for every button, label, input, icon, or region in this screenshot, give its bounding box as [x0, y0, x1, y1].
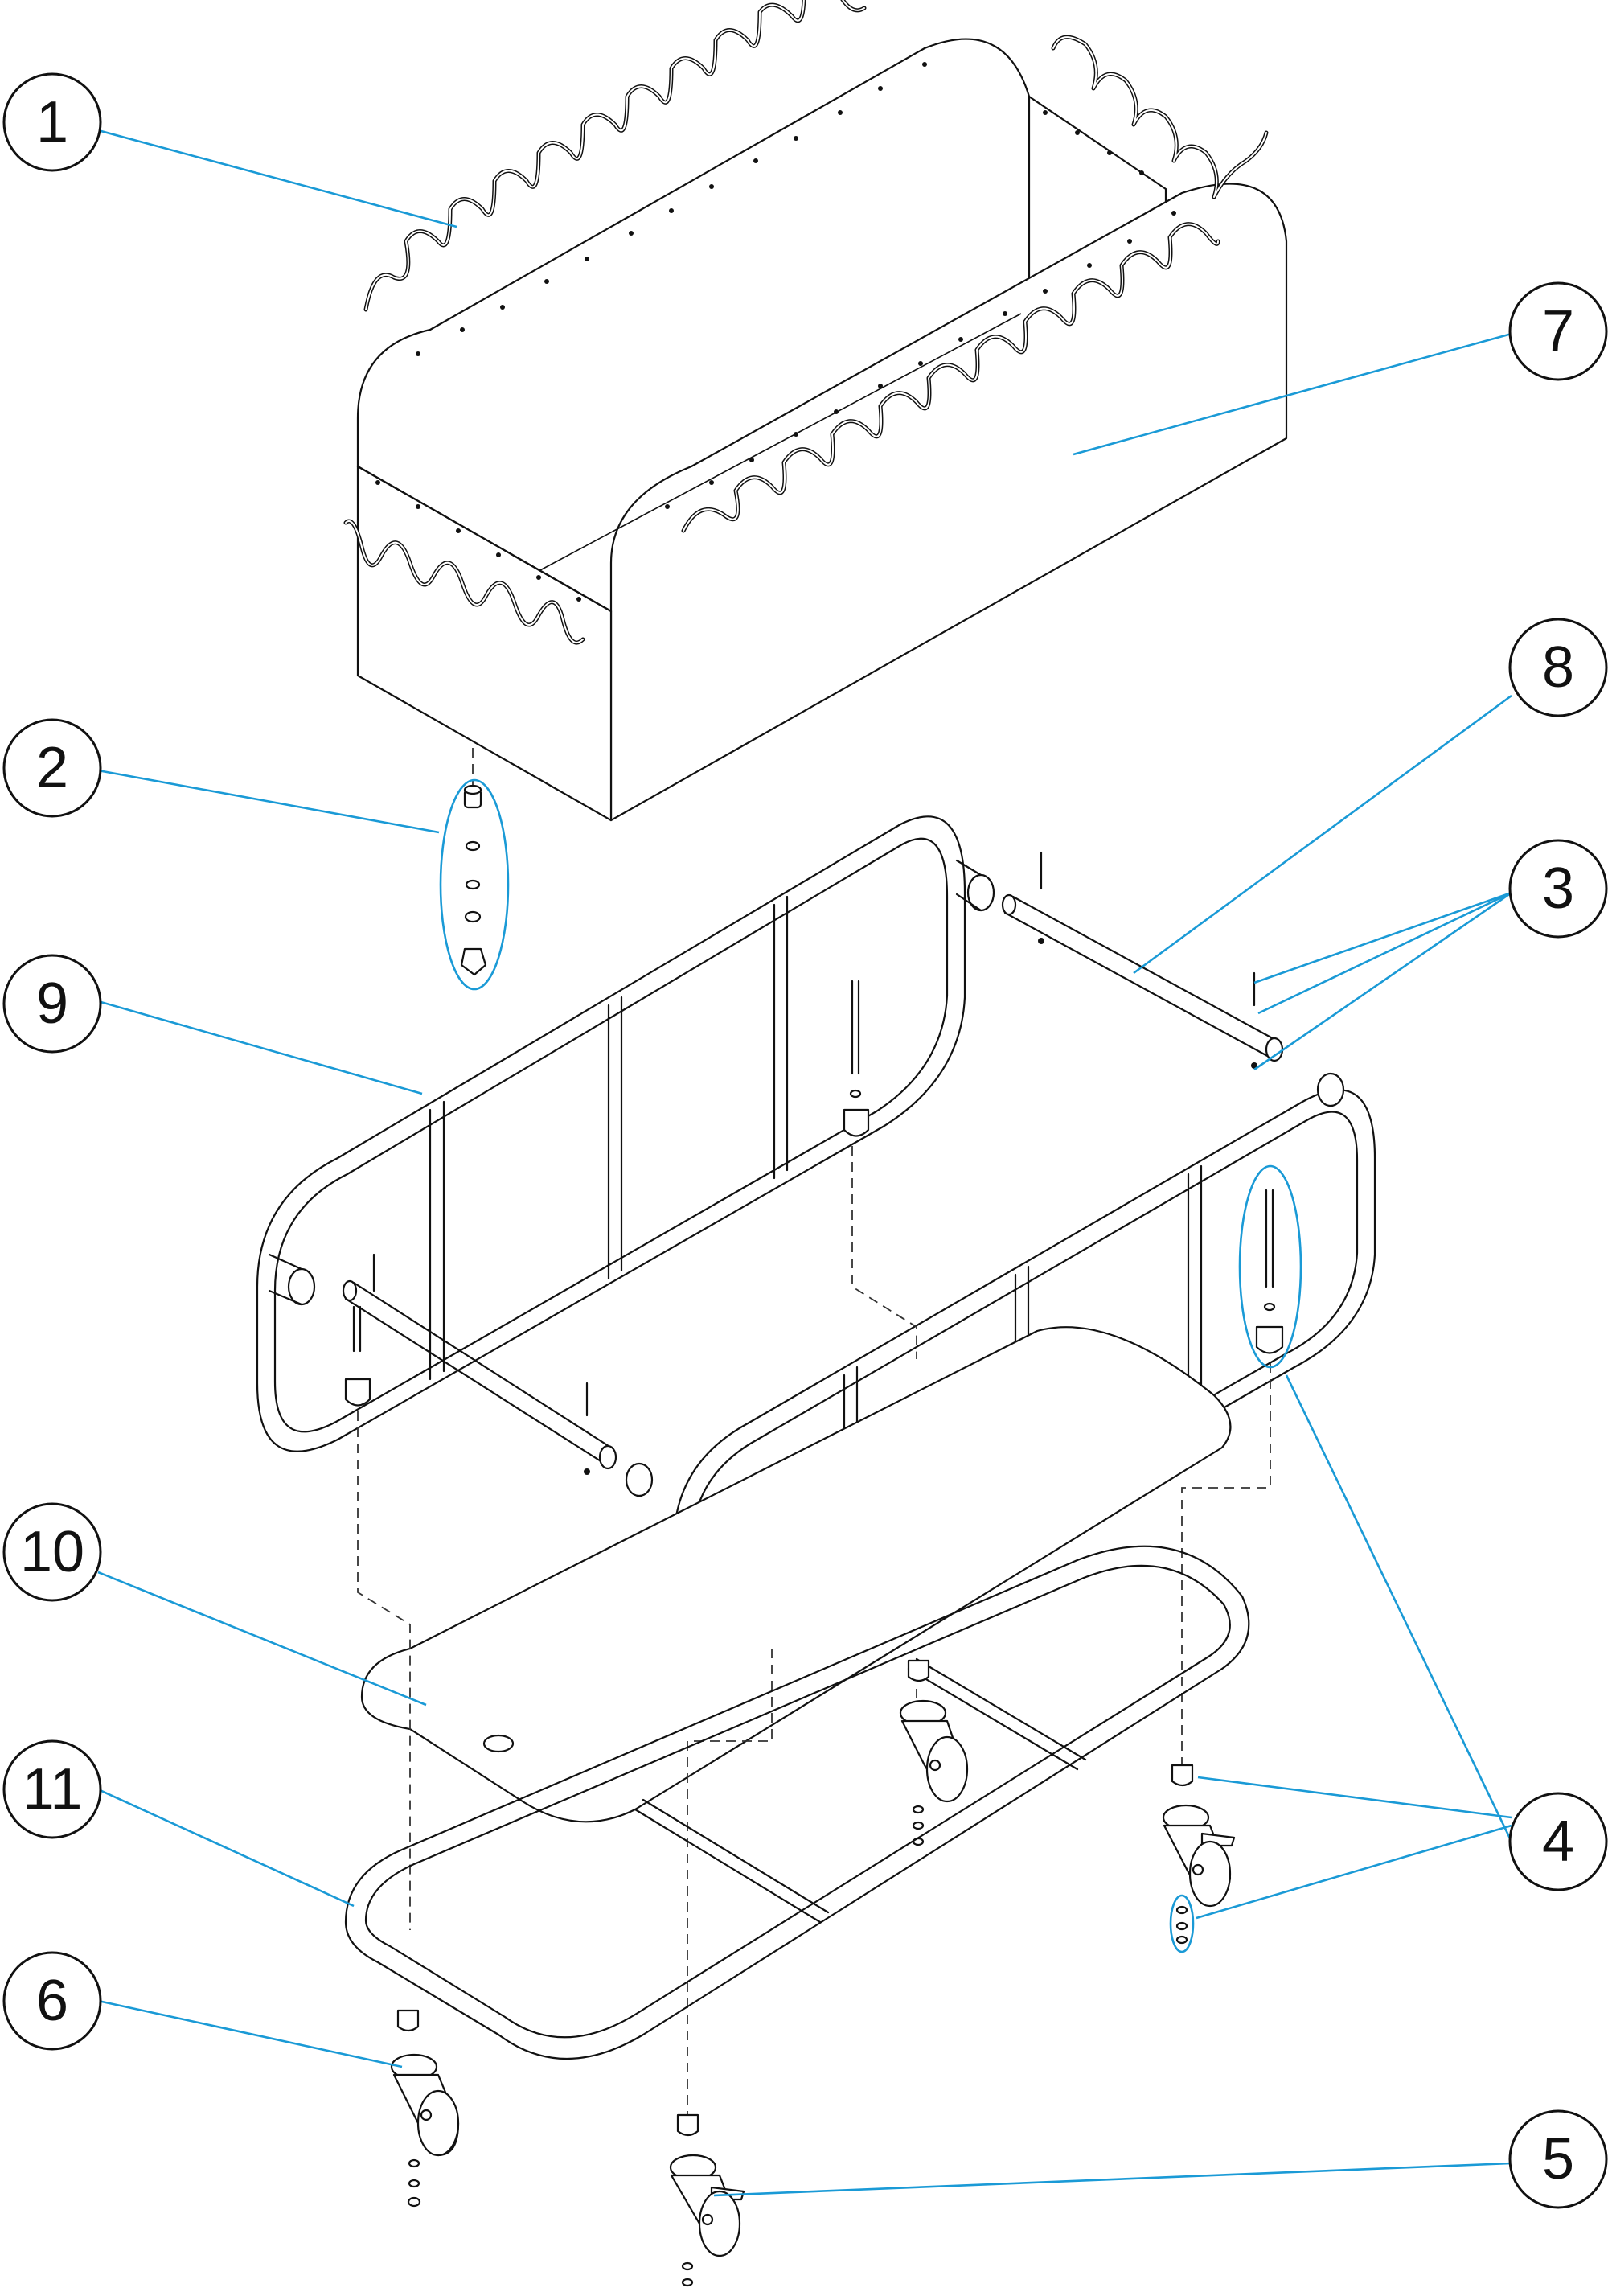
svg-text:9: 9 — [36, 971, 68, 1036]
callout-6: 6 — [2, 1951, 102, 2051]
svg-text:3: 3 — [1542, 856, 1574, 921]
basket-inner-line — [538, 313, 1022, 572]
group-ring-2 — [439, 778, 510, 991]
callout-3: 3 — [1508, 839, 1608, 939]
caster-middle — [899, 1659, 969, 1846]
callout-10: 10 — [2, 1502, 102, 1602]
shelf-plate — [360, 1326, 1232, 1823]
svg-text:8: 8 — [1542, 635, 1574, 700]
callout-1: 1 — [2, 72, 102, 172]
group-ring-4-lower — [1169, 1894, 1195, 1953]
side-frame-back — [256, 815, 995, 1452]
cross-tube-top — [1001, 851, 1284, 1069]
callout-9: 9 — [2, 954, 102, 1054]
callout-7: 7 — [1508, 281, 1608, 381]
group-ring-4-upper — [1238, 1164, 1302, 1369]
basket-bin — [356, 38, 1288, 822]
callout-8: 8 — [1508, 618, 1608, 717]
springs — [343, 0, 1269, 645]
basket-rivets-front — [665, 211, 1176, 509]
assembly-dashes — [357, 1146, 1271, 2131]
caster-5 — [669, 2113, 745, 2287]
svg-text:4: 4 — [1542, 1809, 1574, 1874]
fastener-stack-2 — [460, 748, 487, 976]
leader-lines — [97, 129, 1513, 2197]
base-frame — [344, 1545, 1250, 2060]
svg-text:6: 6 — [36, 1969, 68, 2033]
basket-left-rim — [356, 465, 613, 613]
basket-rivets-ends — [375, 110, 1144, 602]
svg-text:5: 5 — [1542, 2127, 1574, 2191]
svg-text:7: 7 — [1542, 299, 1574, 363]
callout-11: 11 — [2, 1739, 102, 1839]
caster-4 — [1162, 1764, 1236, 1945]
basket-front-panel — [609, 183, 1288, 822]
svg-text:10: 10 — [20, 1520, 84, 1584]
svg-text:2: 2 — [36, 736, 68, 800]
basket-rivets-back — [416, 62, 927, 356]
cross-tube-bottom — [342, 1253, 617, 1475]
callout-4: 4 — [1508, 1792, 1608, 1891]
svg-text:11: 11 — [23, 1757, 83, 1822]
callout-2: 2 — [2, 718, 102, 818]
caster-6 — [390, 2009, 460, 2208]
callout-5: 5 — [1508, 2109, 1608, 2209]
svg-text:1: 1 — [36, 90, 68, 154]
